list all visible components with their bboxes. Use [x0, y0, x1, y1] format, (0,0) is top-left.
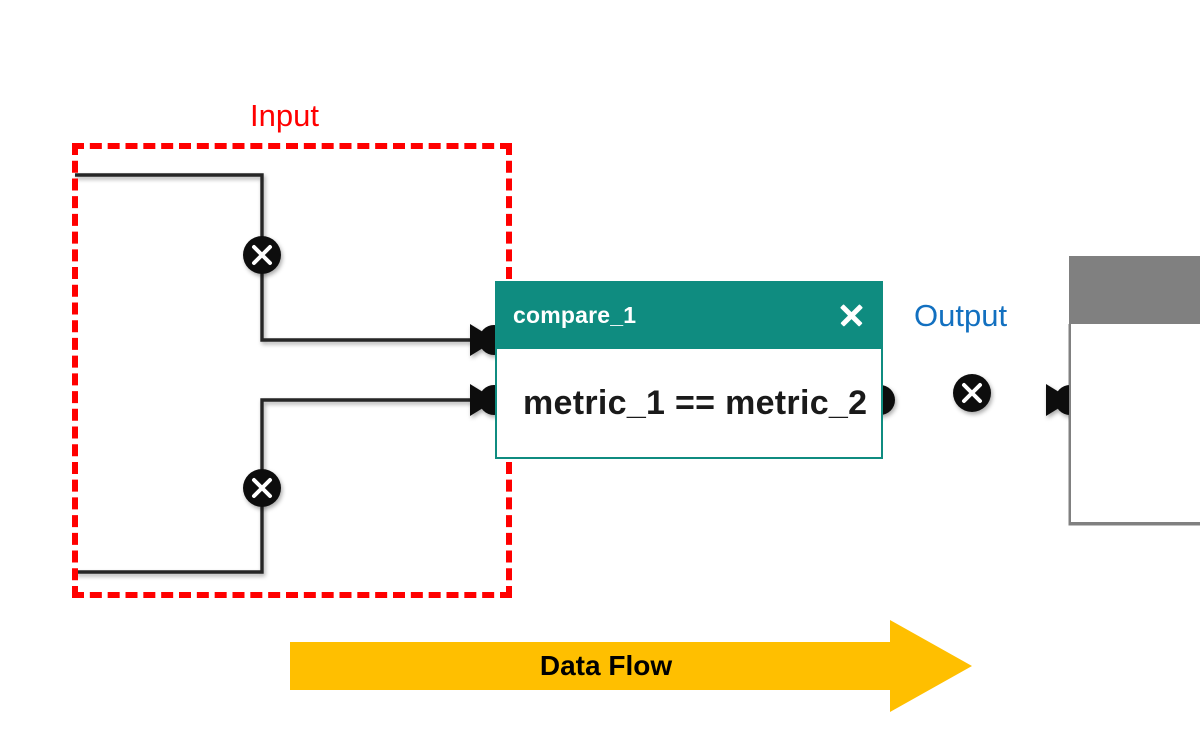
node-header[interactable]: compare_1 — [495, 281, 883, 349]
node-downstream-clipped[interactable] — [1069, 256, 1200, 524]
node-compare-1[interactable]: compare_1 metric_1 == metric_2 — [495, 281, 883, 459]
downstream-node-body[interactable] — [1069, 324, 1200, 524]
downstream-node-header[interactable] — [1069, 256, 1200, 324]
data-flow-label: Data Flow — [539, 650, 673, 681]
node-body[interactable]: metric_1 == metric_2 — [495, 349, 883, 459]
edge-delete-icon-3[interactable] — [953, 374, 991, 412]
data-flow-annotation: Data Flow — [290, 620, 972, 712]
close-icon[interactable] — [835, 299, 867, 331]
node-title: compare_1 — [513, 301, 637, 328]
input-region-highlight — [72, 143, 512, 598]
node-expression: metric_1 == metric_2 — [523, 383, 868, 422]
input-annotation-label: Input — [250, 98, 319, 133]
data-flow-arrow-icon — [290, 620, 972, 712]
output-annotation-label: Output — [914, 298, 1008, 333]
